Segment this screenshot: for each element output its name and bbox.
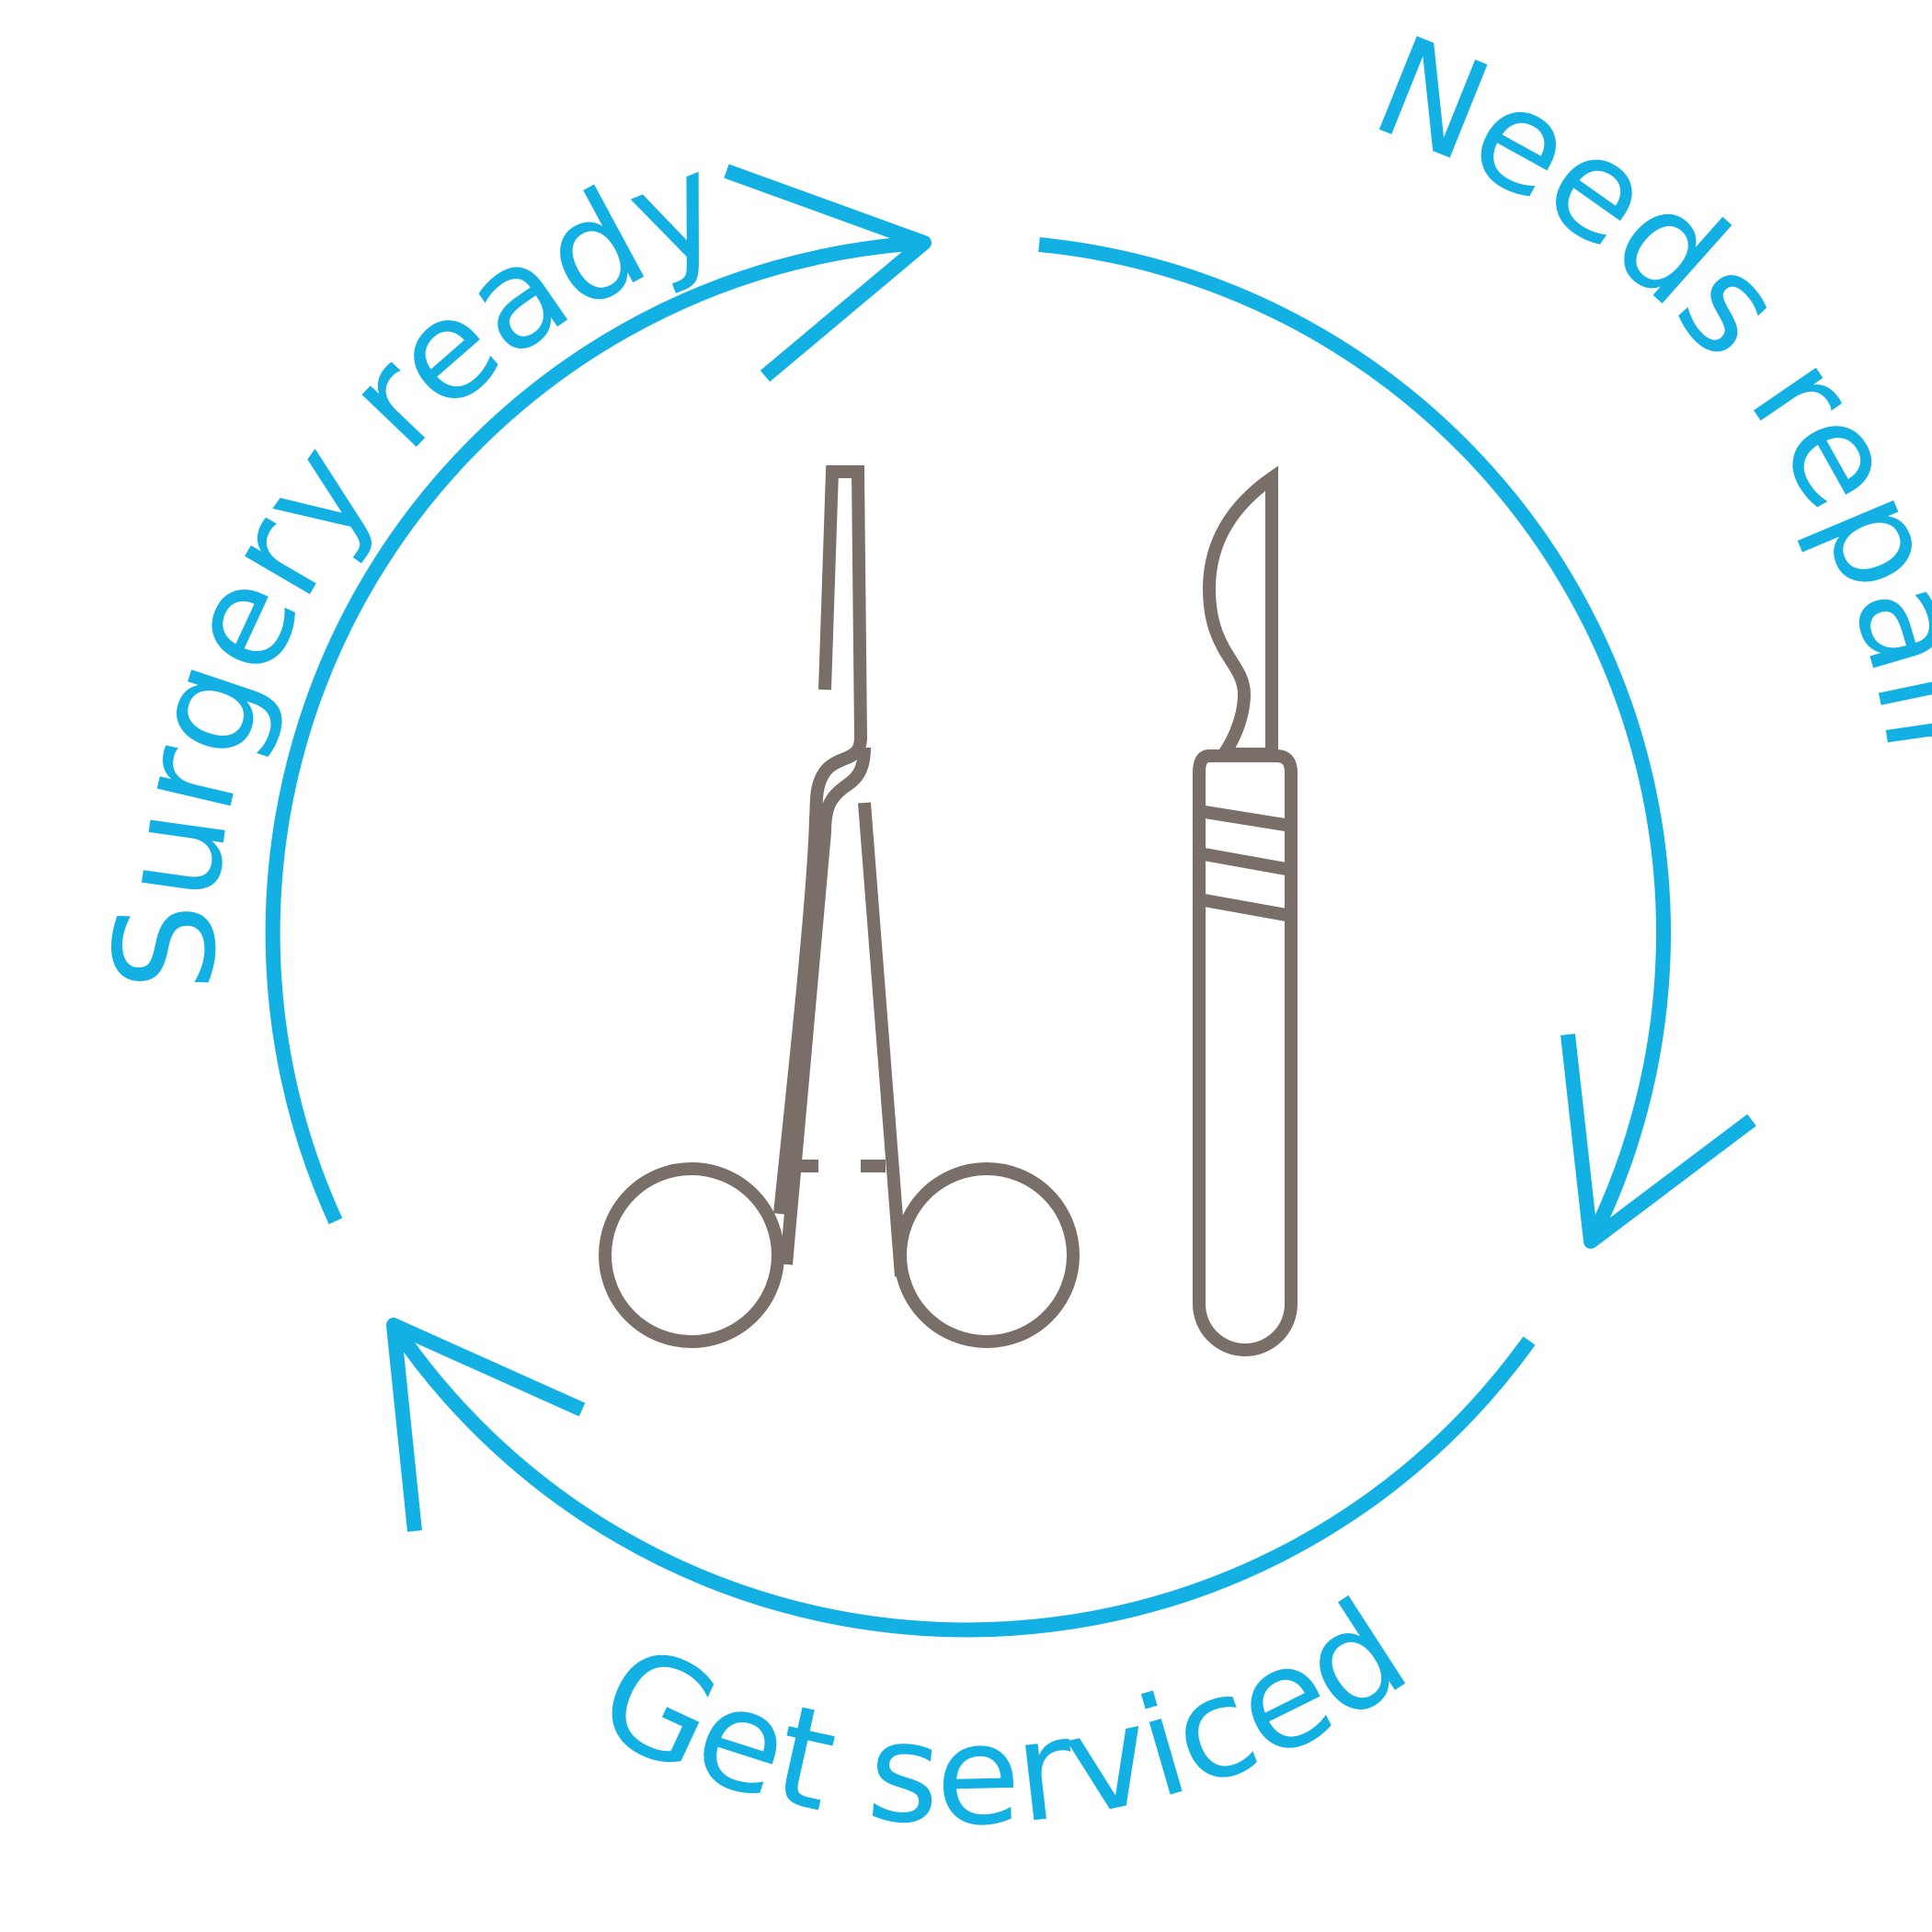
arrow-surgery-to-repair [265,235,925,1225]
arrow-repair-to-service [1038,237,1671,1245]
scissors-icon [599,465,1080,1348]
arrowhead-right [1560,1034,1756,1249]
arrow-service-to-surgery [387,1320,1536,1638]
scissors-left-ring [599,1162,784,1348]
scissors-right-ring [894,1162,1080,1348]
arrowhead-left [386,1318,586,1532]
scalpel-handle [1193,749,1298,1356]
scalpel-icon [1193,465,1298,1356]
cycle-arrows [265,164,1756,1638]
label-get-serviced: Get serviced [577,1570,1434,1857]
label-needs-repair: Needs repair [1355,6,1932,779]
arrowhead-top [724,164,932,383]
label-surgery-ready: Surgery ready [86,122,743,992]
